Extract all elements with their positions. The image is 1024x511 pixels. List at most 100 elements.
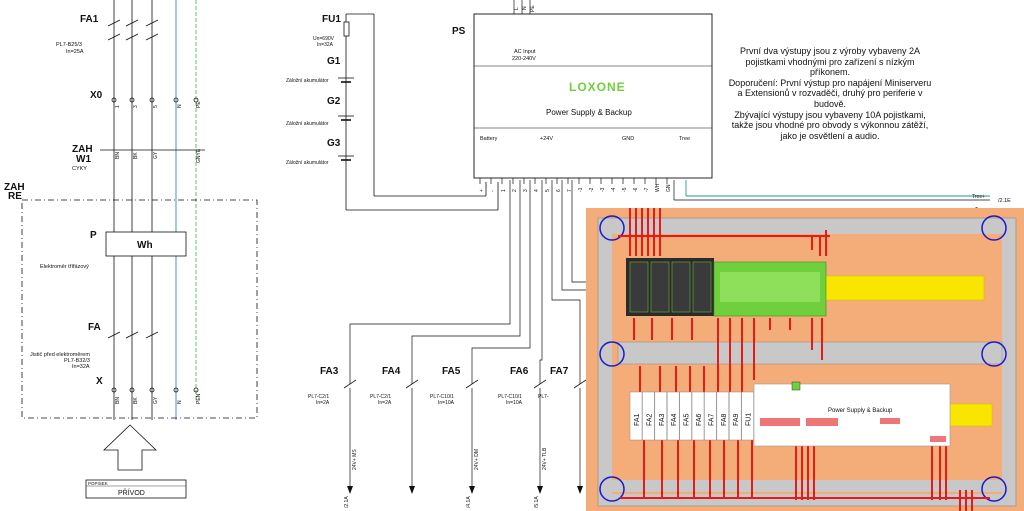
breaker-type: PL7-C2/1 <box>370 394 391 400</box>
fa-type: PL7-B32/3 <box>64 358 90 364</box>
breaker-output: 24V+ MS <box>352 449 358 470</box>
popisek-text: PŘÍVOD <box>118 488 145 497</box>
breaker-type: PL7-C10/1 <box>498 394 522 400</box>
cabinet-module-fa4: FA4 <box>666 391 680 441</box>
wire-color-b3: GY <box>153 396 159 404</box>
ps-terminal-16: -7 <box>644 187 650 192</box>
ps-block <box>473 0 713 179</box>
breaker-name: FA6 <box>510 366 529 377</box>
fa-label: Jistič před elektroměrem <box>30 352 90 358</box>
cabinet-module-fa2: FA2 <box>642 391 655 441</box>
breaker-output: 24V+ DM <box>474 449 480 470</box>
term-num-3: 5 <box>153 105 159 108</box>
ps-terminal-14: -5 <box>622 187 628 192</box>
g3-label: Záložní akumulátor <box>286 160 329 166</box>
term-num-5: PE <box>196 101 202 108</box>
g1-label: Záložní akumulátor <box>286 78 329 84</box>
tree-plus-label: Tree+ <box>972 194 985 200</box>
breaker-ref: /4.1A <box>466 496 472 508</box>
cabinet-module-label: FA8 <box>721 413 728 426</box>
ps-label-tree: Tree <box>679 136 690 142</box>
cabinet-module-fa3: FA3 <box>654 391 668 441</box>
meter-letter: P <box>90 230 97 241</box>
ps-terminal-9: 7 <box>567 189 573 192</box>
fa1-name: FA1 <box>80 14 99 25</box>
wire-color-b1: BN <box>115 397 121 404</box>
fa-name: FA <box>88 322 101 333</box>
ps-terminal-10: -1 <box>578 187 584 192</box>
battery-section <box>338 13 499 211</box>
wire-color-b2: BK <box>133 397 139 404</box>
wire-color-2: BK <box>133 152 139 159</box>
ps-terminal-7: 5 <box>545 189 551 192</box>
zah-re-top: ZAH <box>4 182 25 193</box>
fu1-name: FU1 <box>322 14 341 25</box>
cabinet-module-label: FA9 <box>733 413 740 426</box>
ps-term-l: L <box>514 7 520 10</box>
wire-color-b5: PEN <box>196 393 202 404</box>
wire-color-4: GNYE <box>196 148 202 163</box>
ps-terminal-3: 1 <box>501 189 507 192</box>
ps-ac-voltage: 220-240V <box>512 56 536 62</box>
fu1-spec2: In=32A <box>317 42 334 48</box>
cabinet-module-fa7: FA7 <box>704 391 717 441</box>
fa-rating: In=32A <box>72 364 90 370</box>
cabinet-ps-title: Power Supply & Backup <box>828 408 893 414</box>
tree-ref: /2.1E <box>998 198 1011 204</box>
breaker-output: 24V+ TLB <box>542 447 548 470</box>
ps-terminal-5: 3 <box>523 189 529 192</box>
zah-w1-top: ZAH <box>72 144 93 155</box>
ps-ac-input: AC Input <box>514 49 536 55</box>
breaker-type: PL7-C2/1 <box>308 394 329 400</box>
cabinet-module-label: FA1 <box>634 413 641 426</box>
breaker-rating: In=10A <box>506 400 523 406</box>
ps-terminal-1: + <box>479 189 485 192</box>
wire-color-3: GY <box>153 151 159 159</box>
breaker-rating: In=2A <box>378 400 392 406</box>
ps-terminal-12: -3 <box>600 187 606 192</box>
cabinet-module-label: FA3 <box>659 413 666 426</box>
feed-wires <box>349 180 588 380</box>
ps-label-battery: Battery <box>480 136 498 142</box>
zah-re-bottom: RE <box>8 191 22 202</box>
ps-brand-logo: LOXONE <box>569 80 626 94</box>
breaker-name: FA7 <box>550 366 569 377</box>
breaker-rating: In=10A <box>438 400 455 406</box>
term-num-1: 1 <box>115 105 121 108</box>
breaker-name: FA3 <box>320 366 339 377</box>
breaker-ref: /2.1A <box>344 496 350 508</box>
cabinet-module-label: FA6 <box>696 413 703 426</box>
wire-color-1: BN <box>115 152 121 159</box>
cabinet-module-fa5: FA5 <box>679 391 692 441</box>
fa1-rating: In=25A <box>66 49 84 55</box>
g1-name: G1 <box>327 56 341 67</box>
ps-title: Power Supply & Backup <box>546 108 632 117</box>
breaker-name: FA4 <box>382 366 401 377</box>
ps-terminal-8: 6 <box>556 189 562 192</box>
cabinet-module-label: FU1 <box>746 413 753 426</box>
meter-symbol: Wh <box>137 240 153 251</box>
breaker-type: PL7- <box>538 394 549 400</box>
ps-terminal-17: WH <box>655 183 661 192</box>
ps-terminal-11: -2 <box>589 187 595 192</box>
left-section <box>21 0 258 499</box>
ps-terminal-2: - <box>490 190 496 192</box>
breaker-ref: /5.1A <box>534 496 540 508</box>
wire-color-b4: N <box>177 400 183 404</box>
g2-name: G2 <box>327 96 341 107</box>
ps-label-24v: +24V <box>540 136 553 142</box>
popisek-caption: POPISEK <box>88 481 108 486</box>
ps-term-n: N <box>522 6 528 10</box>
zah-w1-name: W1 <box>76 154 91 165</box>
term-num-4: N <box>177 104 183 108</box>
meter-label: Elektroměr třífázový <box>40 264 89 270</box>
cabinet-module-label: FA5 <box>684 413 691 426</box>
